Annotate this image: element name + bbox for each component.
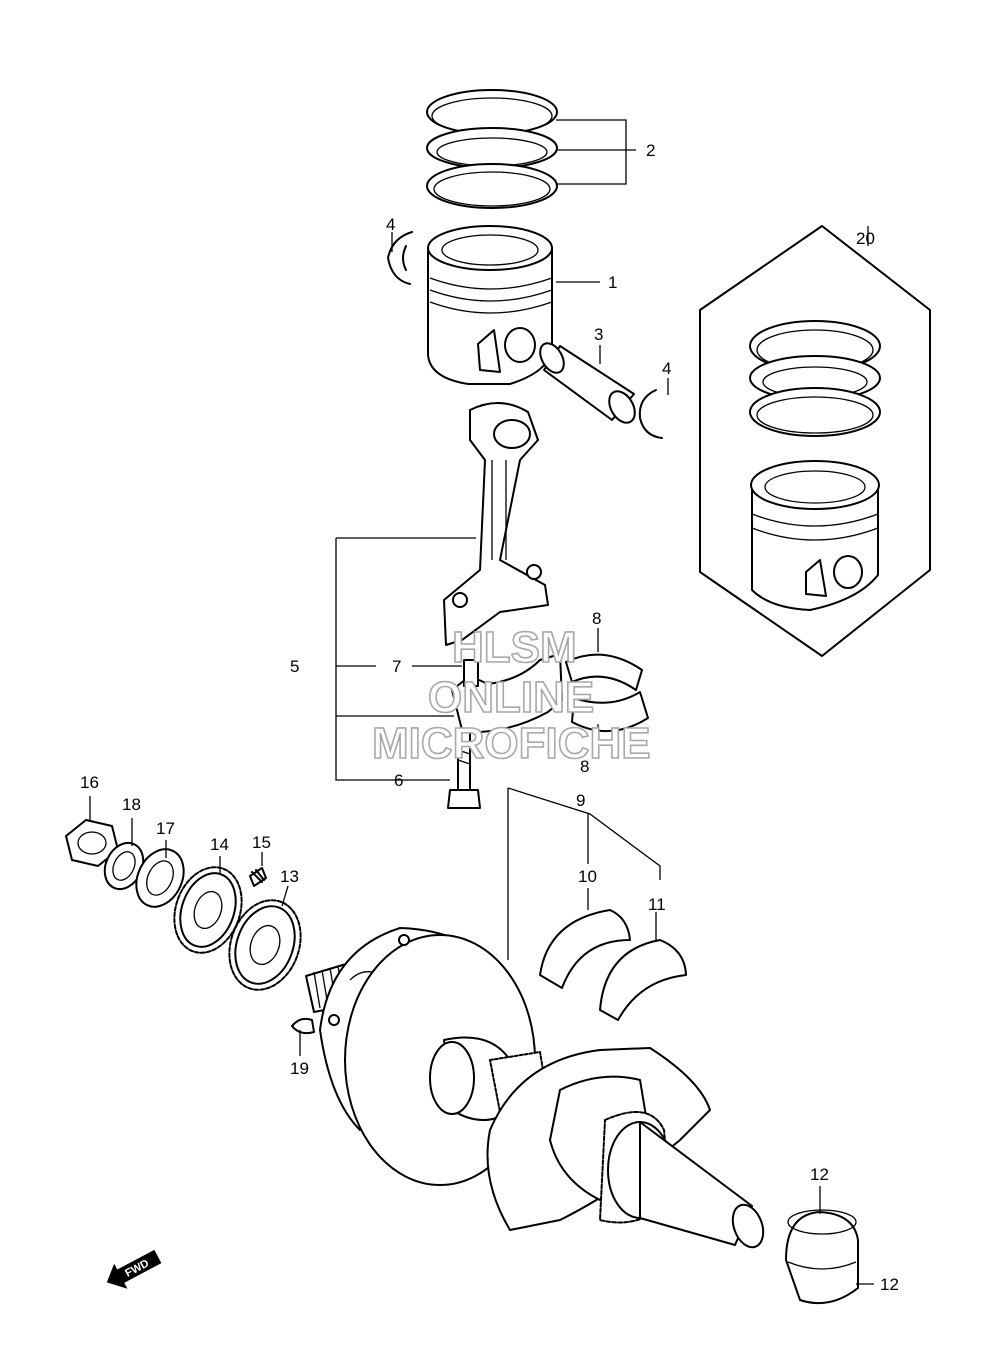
watermark: HLSM ONLINE MICROFICHE [371, 622, 651, 769]
callout-12-bottom: 12 [880, 1275, 899, 1294]
thrust-bearing-10[interactable] [539, 909, 631, 989]
callout-8-top: 8 [592, 609, 601, 628]
woodruff-key[interactable] [291, 1017, 315, 1035]
piston-rings[interactable] [426, 89, 558, 209]
piston-ring-set[interactable] [699, 225, 931, 657]
circlip-left[interactable] [387, 231, 413, 285]
callout-20: 20 [856, 229, 875, 248]
callout-labels: 1 2 3 4 4 5 6 7 8 8 9 10 11 12 12 13 14 … [80, 141, 899, 1294]
fwd-label: FWD [123, 1257, 151, 1279]
callout-6: 6 [394, 771, 403, 790]
callout-15: 15 [252, 833, 271, 852]
fwd-arrow-icon: FWD [106, 1249, 162, 1289]
washer-17[interactable] [127, 842, 192, 915]
connecting-rod[interactable] [443, 402, 563, 733]
callout-4-right: 4 [662, 359, 671, 378]
callout-2: 2 [646, 141, 655, 160]
nut[interactable] [65, 819, 119, 867]
callout-13: 13 [280, 867, 299, 886]
callout-8-bottom: 8 [580, 757, 589, 776]
callout-4-left: 4 [386, 215, 395, 234]
callout-18: 18 [122, 795, 141, 814]
watermark-line-3: MICROFICHE [372, 719, 651, 768]
callout-1: 1 [608, 273, 617, 292]
callout-3: 3 [594, 325, 603, 344]
watermark-line-2: ONLINE [428, 673, 594, 722]
crank-bearing[interactable] [785, 1209, 859, 1305]
piston-pin[interactable] [535, 339, 640, 427]
callout-14: 14 [210, 835, 229, 854]
thrust-bearing-11[interactable] [599, 939, 687, 1021]
gear-14[interactable] [163, 858, 253, 963]
spring[interactable] [249, 867, 267, 887]
callout-16: 16 [80, 773, 99, 792]
crankshaft[interactable] [305, 927, 769, 1251]
circlip-right[interactable] [638, 389, 663, 439]
callout-12-top: 12 [810, 1165, 829, 1184]
piston[interactable] [427, 225, 553, 385]
conrod-dowel-pin[interactable] [463, 659, 479, 687]
callout-7: 7 [392, 657, 401, 676]
gear-13[interactable] [217, 890, 312, 1000]
callout-11: 11 [648, 895, 666, 914]
leader-lines [89, 119, 874, 1285]
conrod-bearing-upper[interactable] [565, 653, 643, 691]
conrod-bolt[interactable] [447, 729, 481, 809]
callout-17: 17 [156, 819, 175, 838]
callout-10: 10 [578, 867, 597, 886]
callout-19: 19 [290, 1059, 309, 1078]
callout-9: 9 [576, 791, 585, 810]
callout-5: 5 [290, 657, 299, 676]
watermark-line-1: HLSM [452, 623, 577, 672]
conrod-bearing-lower[interactable] [571, 691, 649, 732]
